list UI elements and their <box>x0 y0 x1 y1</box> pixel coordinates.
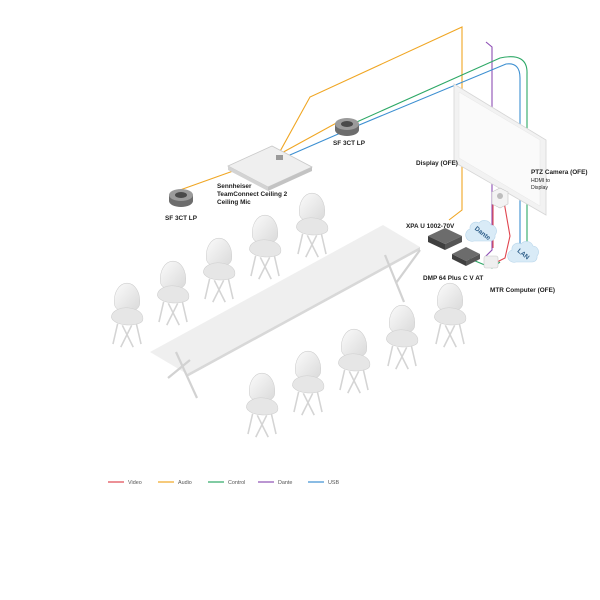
speaker-right <box>335 118 359 136</box>
amplifier-label: XPA U 1002-70V <box>406 223 455 230</box>
legend-label: Dante <box>278 480 292 486</box>
chair-front-4 <box>386 304 419 370</box>
legend-item-control: Control <box>208 480 245 486</box>
legend-item-usb: USB <box>308 480 339 486</box>
ceiling-mic-label-1: Sennheiser <box>217 183 252 190</box>
hdmi-label-1: HDMI to <box>531 178 550 184</box>
conference-table <box>150 225 421 399</box>
legend-label: Video <box>128 480 142 486</box>
chair-front-3 <box>338 328 371 394</box>
legend: Video Audio Control Dante USB <box>108 480 339 486</box>
chair-front-5 <box>434 282 467 348</box>
chair-front-2 <box>292 350 325 416</box>
hdmi-label-2: Display <box>531 185 548 191</box>
legend-label: USB <box>328 480 339 486</box>
legend-item-video: Video <box>108 480 142 486</box>
lan-cloud <box>507 241 539 263</box>
control-cable <box>349 56 528 261</box>
display-screen <box>453 83 547 216</box>
legend-label: Audio <box>178 480 192 486</box>
ptz-camera-label: PTZ Camera (OFE) <box>531 169 587 176</box>
ceiling-mic-label-2: TeamConnect Ceiling 2 <box>217 191 288 198</box>
display-label: Display (OFE) <box>416 160 458 167</box>
dante-cloud <box>465 220 497 242</box>
chair-back-4 <box>249 214 282 280</box>
chair-back-3 <box>203 237 236 303</box>
mtr-computer <box>483 255 499 269</box>
ptz-camera <box>491 187 509 209</box>
ceiling-mic-label-3: Ceiling Mic <box>217 199 251 206</box>
chair-back-5 <box>296 192 329 258</box>
legend-item-audio: Audio <box>158 480 192 486</box>
speaker-right-label: SF 3CT LP <box>333 140 366 147</box>
legend-item-dante: Dante <box>258 480 292 486</box>
amplifier-unit <box>428 228 462 250</box>
speaker-left-label: SF 3CT LP <box>165 215 198 222</box>
chair-back-1 <box>111 282 144 348</box>
speaker-left <box>169 189 193 207</box>
audio-cable-speaker <box>277 120 341 156</box>
computer-label: MTR Computer (OFE) <box>490 287 555 294</box>
chair-back-2 <box>157 260 190 326</box>
video-cable <box>496 195 511 263</box>
usb-cable <box>282 63 521 248</box>
dsp-label: DMP 64 Plus C V AT <box>423 275 483 282</box>
dsp-unit <box>452 247 480 266</box>
ceiling-mic <box>227 145 313 191</box>
legend-label: Control <box>228 480 245 486</box>
chair-front-1 <box>246 372 279 438</box>
chairs-group <box>111 192 467 438</box>
